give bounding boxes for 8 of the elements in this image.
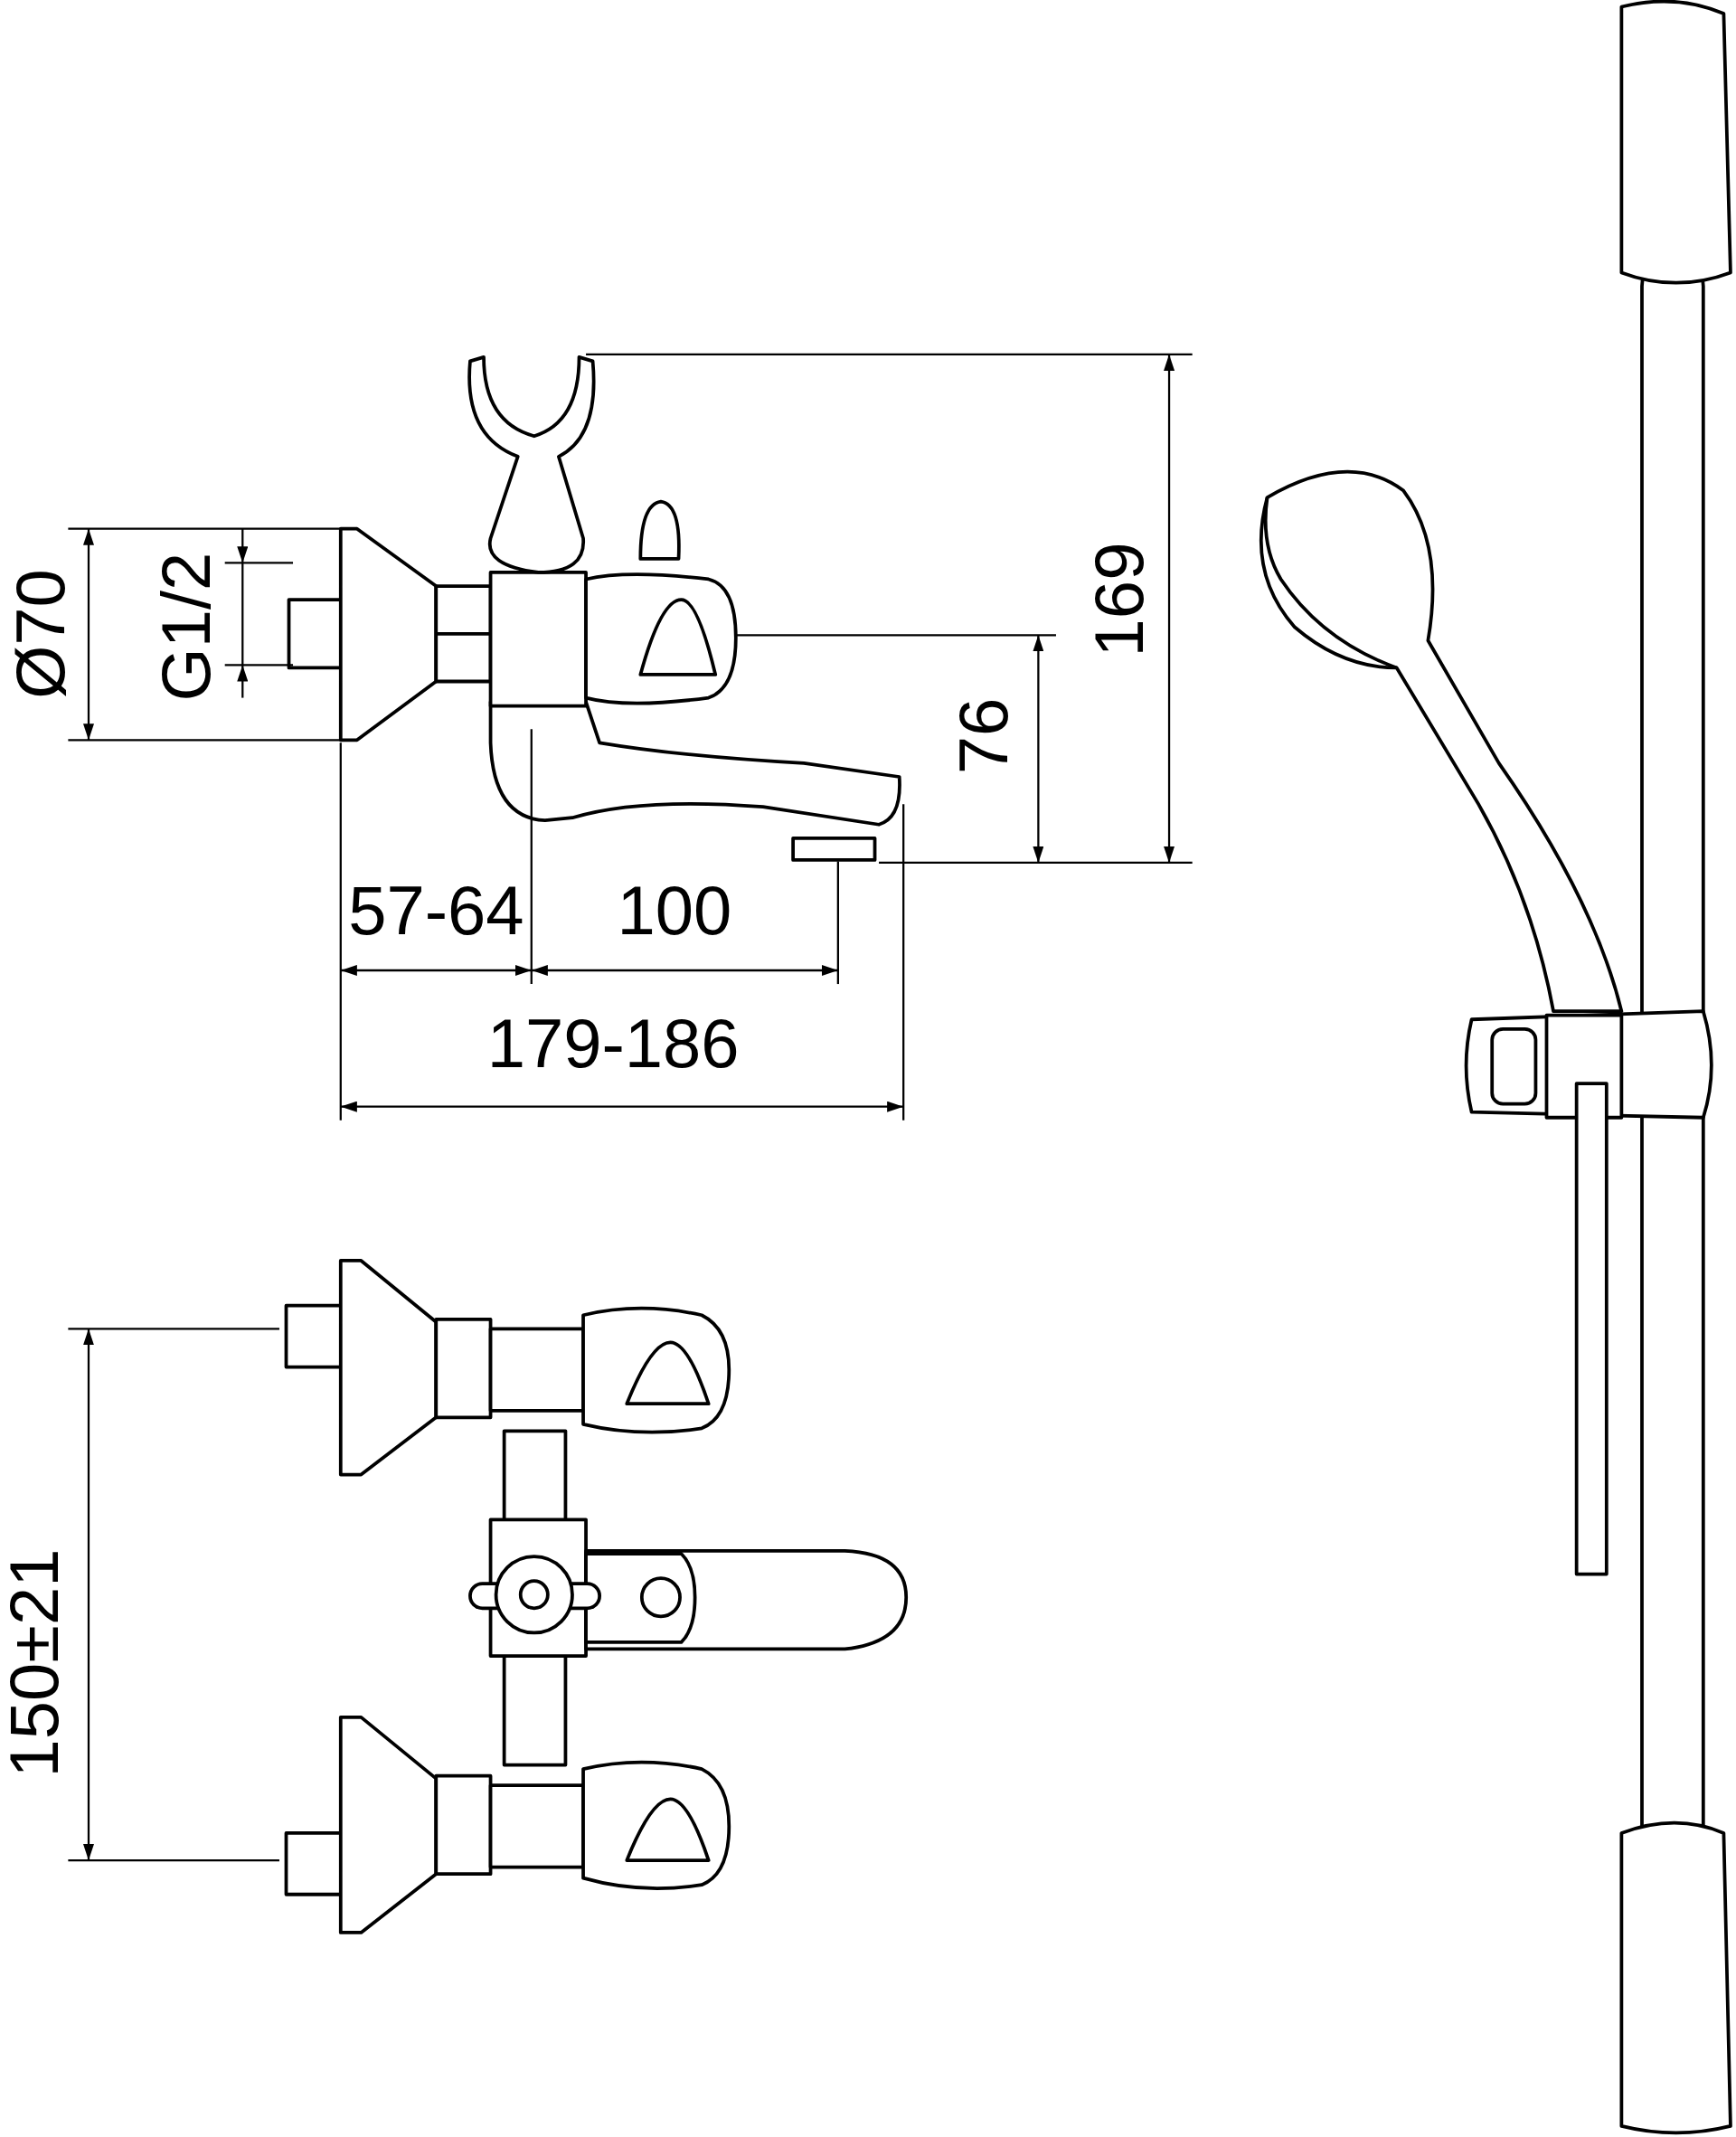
dimension-label: G1/2 xyxy=(152,552,222,702)
dimension-label: 179-186 xyxy=(486,1009,740,1079)
dimension-label: 100 xyxy=(617,875,732,945)
dimension-label: 57-64 xyxy=(348,875,524,945)
dimension-label: 169 xyxy=(1085,542,1155,657)
dimension-label: Ø70 xyxy=(6,568,76,699)
dimension-label: 150±21 xyxy=(0,1548,69,1778)
dimension-label: 76 xyxy=(948,697,1018,775)
